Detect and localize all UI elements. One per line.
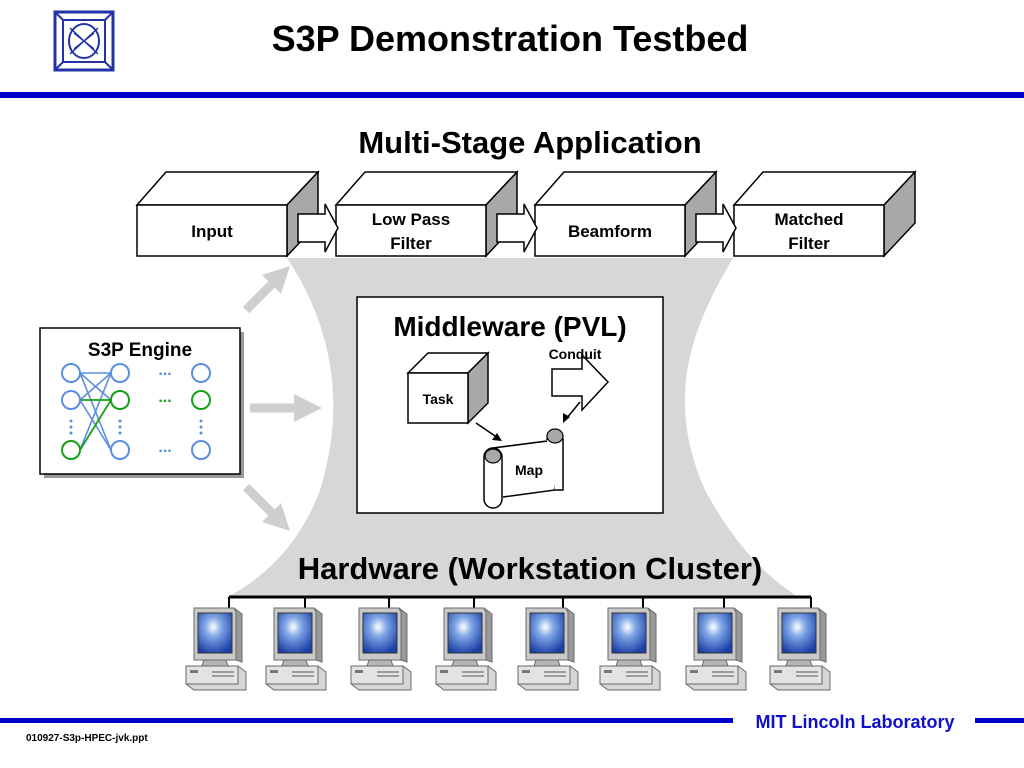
engine-node xyxy=(191,390,211,410)
footer-file-name: 010927-S3p-HPEC-jvk.ppt xyxy=(26,733,148,744)
stage-lowpass-box xyxy=(334,170,519,258)
block-arrow-icon xyxy=(297,203,339,253)
block-arrow-icon xyxy=(695,203,737,253)
engine-node xyxy=(110,390,130,410)
workstation-computer-icon xyxy=(517,607,579,691)
engine-node xyxy=(61,390,81,410)
header-rule xyxy=(0,92,1024,98)
task-cube-icon xyxy=(406,351,490,425)
slide-title: S3P Demonstration Testbed xyxy=(271,18,749,59)
workstation-computer-icon xyxy=(599,607,661,691)
block-arrow-icon xyxy=(250,394,322,422)
workstations xyxy=(185,607,831,691)
stage-label: Filter xyxy=(390,234,432,253)
workstation-computer-icon xyxy=(685,607,747,691)
workstation-computer-icon xyxy=(769,607,831,691)
engine-node xyxy=(191,440,211,460)
task-to-map-arrow xyxy=(475,422,499,439)
block-arrow-icon xyxy=(242,483,290,531)
conduit-label: Conduit xyxy=(549,346,602,362)
stage-label: Filter xyxy=(788,234,830,253)
footer-rule-right xyxy=(975,718,1024,723)
map-label: Map xyxy=(515,462,543,478)
engine-node xyxy=(61,363,81,383)
application-title: Multi-Stage Application xyxy=(358,125,702,160)
engine-node xyxy=(191,363,211,383)
hardware-title: Hardware (Workstation Cluster) xyxy=(297,551,763,586)
vertical-ellipsis-icon xyxy=(69,419,203,435)
stage-label: Low Pass xyxy=(372,210,450,229)
engine-ellipsis: ... xyxy=(158,362,171,379)
workstation-computer-icon xyxy=(435,607,497,691)
stage-label: Input xyxy=(191,222,233,241)
arrowhead-icon xyxy=(563,413,570,423)
block-arrow-icon xyxy=(496,203,538,253)
middleware-title: Middleware (PVL) xyxy=(393,311,626,342)
workstation-computer-icon xyxy=(265,607,327,691)
footer-rule-left xyxy=(0,718,733,723)
s3p-engine-panel: S3P Engine ... ... xyxy=(39,327,244,478)
stage-label: Beamform xyxy=(568,222,652,241)
block-arrow-icon xyxy=(242,266,290,314)
arrowhead-icon xyxy=(492,433,502,441)
middleware-panel: Middleware (PVL) Task Conduit Map xyxy=(356,296,664,514)
engine-ellipsis: ... xyxy=(158,389,171,406)
stage-input-box xyxy=(135,170,320,258)
stage-matched-box xyxy=(732,170,917,258)
map-scroll-icon xyxy=(483,428,564,509)
workstation-computer-icon xyxy=(185,607,247,691)
stage-beamform-box xyxy=(533,170,718,258)
engine-arrows xyxy=(242,266,322,531)
engine-ellipsis: ... xyxy=(158,439,171,456)
stage-label: Matched xyxy=(775,210,844,229)
footer-lab-name: MIT Lincoln Laboratory xyxy=(755,712,955,732)
application-stages: Input Low Pass Filter Beamform Matched F… xyxy=(135,170,917,258)
engine-node xyxy=(110,440,130,460)
task-label: Task xyxy=(423,391,454,407)
engine-node xyxy=(110,363,130,383)
workstation-computer-icon xyxy=(350,607,412,691)
engine-title: S3P Engine xyxy=(88,340,192,361)
conduit-arrow-icon xyxy=(551,353,610,412)
engine-node xyxy=(61,440,81,460)
lincoln-lab-logo xyxy=(53,10,115,72)
